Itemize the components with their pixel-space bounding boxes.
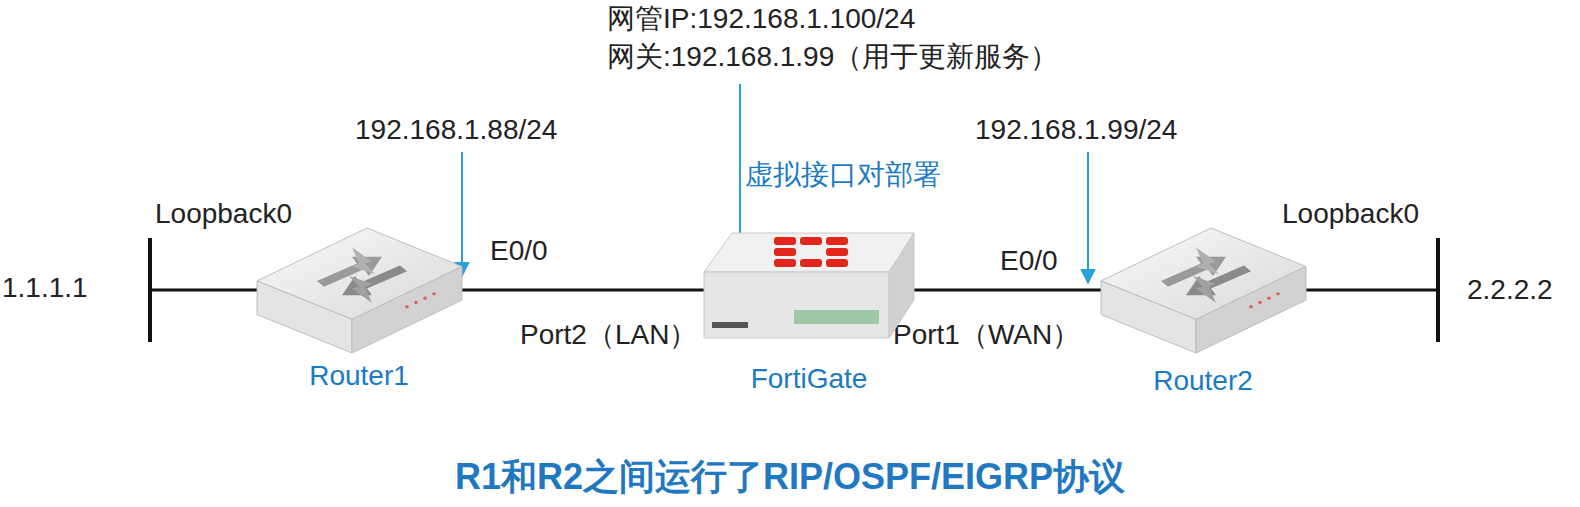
status-led — [414, 301, 418, 304]
interface-name: Loopback0 — [1282, 197, 1419, 231]
status-led — [1267, 296, 1271, 299]
status-led — [1276, 292, 1280, 295]
status-led — [423, 296, 427, 299]
status-led — [1249, 305, 1253, 308]
port-label: Port2（LAN） — [520, 318, 697, 352]
router-side — [257, 281, 352, 353]
name-holder: FortiGate — [703, 362, 915, 396]
loopback-wire — [1300, 289, 1438, 292]
firewall-top — [704, 233, 914, 272]
name-holder: Router1 — [255, 359, 463, 393]
router-icon — [257, 228, 462, 353]
router-arrow — [349, 276, 372, 303]
port-name: E0/0 — [490, 234, 548, 268]
router-side — [1101, 281, 1196, 353]
status-led — [1258, 301, 1262, 304]
mgmt-ip: 网管IP:192.168.1.100/24 — [607, 2, 915, 36]
router-device: Router1 — [255, 205, 463, 393]
device-name: Router2 — [1098, 364, 1308, 398]
forti-logo-cell — [774, 248, 796, 256]
firewall-front — [704, 272, 889, 338]
leader-arrow — [1087, 152, 1089, 283]
forti-logo-cell — [774, 259, 796, 267]
router-arrow — [352, 247, 375, 274]
status-led — [405, 305, 409, 308]
forti-logo-cell — [826, 259, 848, 267]
firewall-icon — [704, 230, 914, 340]
ip-address: 192.168.1.99/24 — [975, 113, 1177, 147]
port-name: E0/0 — [1000, 244, 1058, 278]
router-arrow — [342, 266, 407, 296]
network-link — [460, 289, 706, 292]
forti-logo-cell — [774, 237, 796, 245]
firewall-side — [889, 233, 914, 338]
router-arrow — [1196, 247, 1219, 274]
router-arrow — [1186, 266, 1251, 296]
router-arrow — [1193, 276, 1216, 303]
loopback-ip: 1.1.1.1 — [2, 271, 88, 305]
loopback-wire — [150, 289, 262, 292]
network-link — [912, 289, 1101, 292]
forti-logo-cell — [800, 259, 822, 267]
diagram-title: R1和R2之间运行了RIP/OSPF/EIGRP协议 — [455, 455, 1125, 498]
forti-logo-cell — [800, 237, 822, 245]
device-name: FortiGate — [703, 362, 915, 396]
brand-plate — [712, 322, 748, 328]
interface-name: Loopback0 — [155, 197, 292, 231]
port-label: Port1（WAN） — [893, 318, 1080, 352]
name-holder: Router2 — [1098, 364, 1308, 398]
leader-arrow — [461, 152, 463, 276]
router-device: Router2 — [1098, 202, 1308, 398]
leader-arrow — [739, 84, 741, 258]
device-name: Router1 — [255, 359, 463, 393]
router-icon — [1101, 228, 1306, 353]
gateway-note: 网关:192.168.1.99（用于更新服务） — [607, 40, 1058, 74]
status-led — [432, 292, 436, 295]
firewall-device: FortiGate — [703, 218, 915, 396]
port-panel — [794, 310, 879, 324]
forti-logo-cell — [826, 237, 848, 245]
deployment-note: 虚拟接口对部署 — [745, 158, 941, 192]
ip-address: 192.168.1.88/24 — [355, 113, 557, 147]
forti-logo-cell — [826, 248, 848, 256]
loopback-ip: 2.2.2.2 — [1467, 273, 1553, 307]
